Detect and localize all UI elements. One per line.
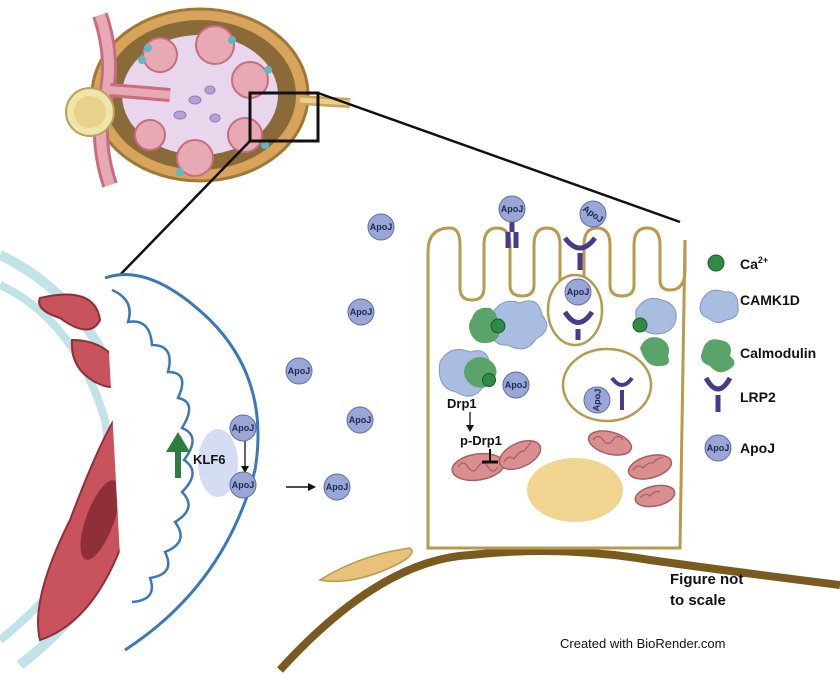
lrp2-receptor [562, 310, 595, 340]
zoom-line-right [317, 91, 681, 224]
apoj-molecules: ApoJ ApoJ ApoJ ApoJ ApoJ ApoJ ApoJ ApoJ ApoJ ApoJ… [229, 195, 611, 501]
legend-item-calmodulin: Calmodulin [701, 339, 816, 373]
p-drp1-label: p-Drp1 [460, 433, 502, 448]
camk1d-calmodulin-complex [469, 300, 548, 350]
svg-text:Ca2+: Ca2+ [740, 255, 768, 272]
legend-item-apoj: ApoJ ApoJ [704, 434, 775, 462]
apoj-label: ApoJ [232, 423, 255, 433]
klf6-up-arrow [166, 432, 190, 478]
svg-text:CAMK1D: CAMK1D [740, 292, 800, 308]
apoj-icon [704, 434, 732, 462]
camk1d-calmodulin-complex [632, 297, 677, 367]
scale-note-line1: Figure not [670, 571, 743, 588]
podocyte [104, 273, 260, 652]
apoj-molecule: ApoJ [367, 213, 395, 241]
calcium-icon [707, 254, 725, 272]
apoj-molecule: ApoJ [498, 195, 526, 223]
calmodulin-icon [701, 339, 735, 373]
legend: Ca2+ CAMK1D Calmodulin LRP2 ApoJ ApoJ [699, 254, 816, 462]
apoj-molecule: ApoJ [229, 471, 257, 499]
apoj-molecule: ApoJ [347, 298, 375, 326]
mitochondrion [627, 454, 673, 480]
apoj-molecule: ApoJ [323, 473, 351, 501]
mitochondrion [587, 430, 633, 456]
svg-text:Calmodulin: Calmodulin [740, 345, 816, 361]
klf6-label: KLF6 [193, 452, 226, 467]
apoj-label: ApoJ [326, 482, 349, 492]
lrp2-icon [703, 376, 733, 412]
apoj-molecule: ApoJ [564, 278, 592, 306]
apoj-molecule: ApoJ [285, 357, 313, 385]
legend-item-calcium: Ca2+ [707, 254, 768, 272]
apoj-label: ApoJ [591, 388, 603, 411]
biorender-credit: Created with BioRender.com [560, 636, 725, 651]
apoj-label: ApoJ [232, 480, 255, 490]
zoom-box [248, 91, 320, 143]
lrp2-receptor [563, 236, 597, 270]
apoj-molecule: ApoJ [502, 371, 530, 399]
legend-item-lrp2: LRP2 [703, 376, 776, 412]
endosome [561, 347, 653, 423]
apoj-label: ApoJ [501, 204, 524, 214]
camk1d-calmodulin-complex [438, 349, 497, 397]
fibroblast [317, 547, 413, 583]
apoj-label: ApoJ [288, 366, 311, 376]
svg-text:ApoJ: ApoJ [707, 443, 730, 453]
apoj-label: ApoJ [370, 222, 393, 232]
zoom-line-left [117, 140, 251, 278]
apoj-molecule: ApoJ [579, 200, 607, 228]
basement-membrane [277, 547, 840, 673]
camk1d-icon [699, 289, 739, 324]
apoj-molecule: ApoJ [229, 414, 257, 442]
svg-text:LRP2: LRP2 [740, 389, 776, 405]
lrp2-receptor [610, 376, 634, 410]
apoj-label: ApoJ [505, 380, 528, 390]
tubule-nucleus [527, 458, 623, 522]
drp1-label: Drp1 [447, 396, 477, 411]
legend-item-camk1d: CAMK1D [699, 289, 800, 324]
apoj-molecule: ApoJ [583, 386, 611, 414]
svg-text:ApoJ: ApoJ [740, 440, 775, 456]
mitochondrion [634, 484, 676, 508]
kidney-illustration [65, 7, 351, 188]
apoj-label: ApoJ [349, 415, 372, 425]
nucleus-podocyte [198, 429, 238, 497]
apoj-label: ApoJ [350, 307, 373, 317]
apoj-label: ApoJ [567, 287, 590, 297]
mitochondrion [498, 439, 542, 471]
scale-note-line2: to scale [670, 592, 726, 609]
apoj-molecule: ApoJ [346, 406, 374, 434]
